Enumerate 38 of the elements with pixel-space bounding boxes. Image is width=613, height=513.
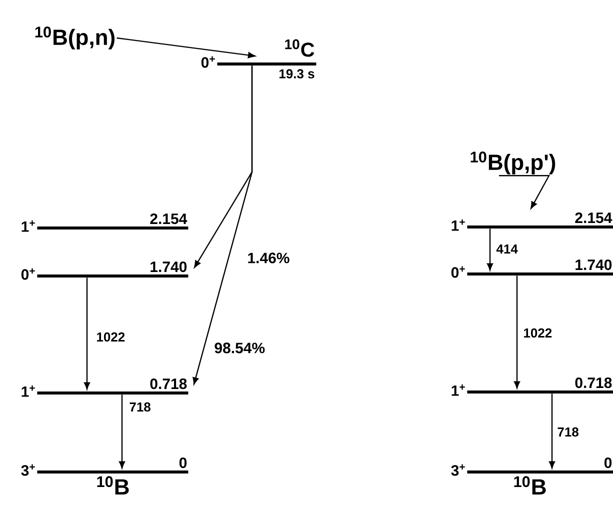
arrow bbox=[548, 394, 556, 468]
reaction-label: $^{10}$B(p,p') bbox=[470, 152, 556, 174]
arrow bbox=[192, 66, 253, 385]
energy-label: 2.154 bbox=[150, 213, 188, 224]
energy-label: 2.154 bbox=[575, 212, 612, 224]
spin-label: 0$^{+}$ bbox=[451, 266, 465, 278]
edge-label: 718 bbox=[556, 426, 580, 438]
arrow bbox=[118, 394, 126, 468]
spin-label: 1$^{+}$ bbox=[452, 384, 465, 396]
spin-label: 3$^{+}$ bbox=[451, 464, 465, 476]
spin-label: 1$^{+}$ bbox=[452, 219, 465, 231]
nucleus-label: $^{10}$B bbox=[514, 476, 546, 494]
energy-label: 0 bbox=[179, 457, 187, 468]
spin-label: 3$^{+}$ bbox=[21, 464, 35, 476]
edge-label: 718 bbox=[128, 401, 152, 413]
energy-label: 0 bbox=[604, 457, 612, 468]
energy-label: 0.718 bbox=[575, 377, 612, 388]
spin-label: 1$^{+}$ bbox=[22, 385, 35, 397]
edge-label: 1022 bbox=[95, 331, 126, 343]
spin-label: 0$^{+}$ bbox=[21, 268, 35, 280]
nucleus-label: $^{10}$C bbox=[285, 39, 314, 57]
spin-label: 1$^{+}$ bbox=[22, 220, 35, 232]
arrow bbox=[499, 175, 550, 209]
edge-label: 1022 bbox=[522, 327, 554, 339]
arrow bbox=[84, 278, 90, 390]
arrow bbox=[486, 228, 494, 270]
half-life-label: 19.3 s bbox=[279, 69, 314, 78]
arrow bbox=[116, 37, 256, 58]
edge-label: 1.46% bbox=[246, 252, 291, 264]
nucleus-label: $^{10}$B bbox=[97, 476, 129, 494]
spin-label: 0$^{+}$ bbox=[201, 56, 215, 68]
energy-label: 0.718 bbox=[150, 378, 187, 390]
edge-label: 414 bbox=[495, 244, 519, 254]
energy-label: 1.740 bbox=[150, 261, 187, 272]
reaction-label: $^{10}$B(p,n) bbox=[35, 26, 114, 50]
edge-label: 98.54% bbox=[213, 342, 266, 354]
arrow bbox=[514, 276, 520, 388]
energy-label: 1.740 bbox=[576, 259, 612, 270]
